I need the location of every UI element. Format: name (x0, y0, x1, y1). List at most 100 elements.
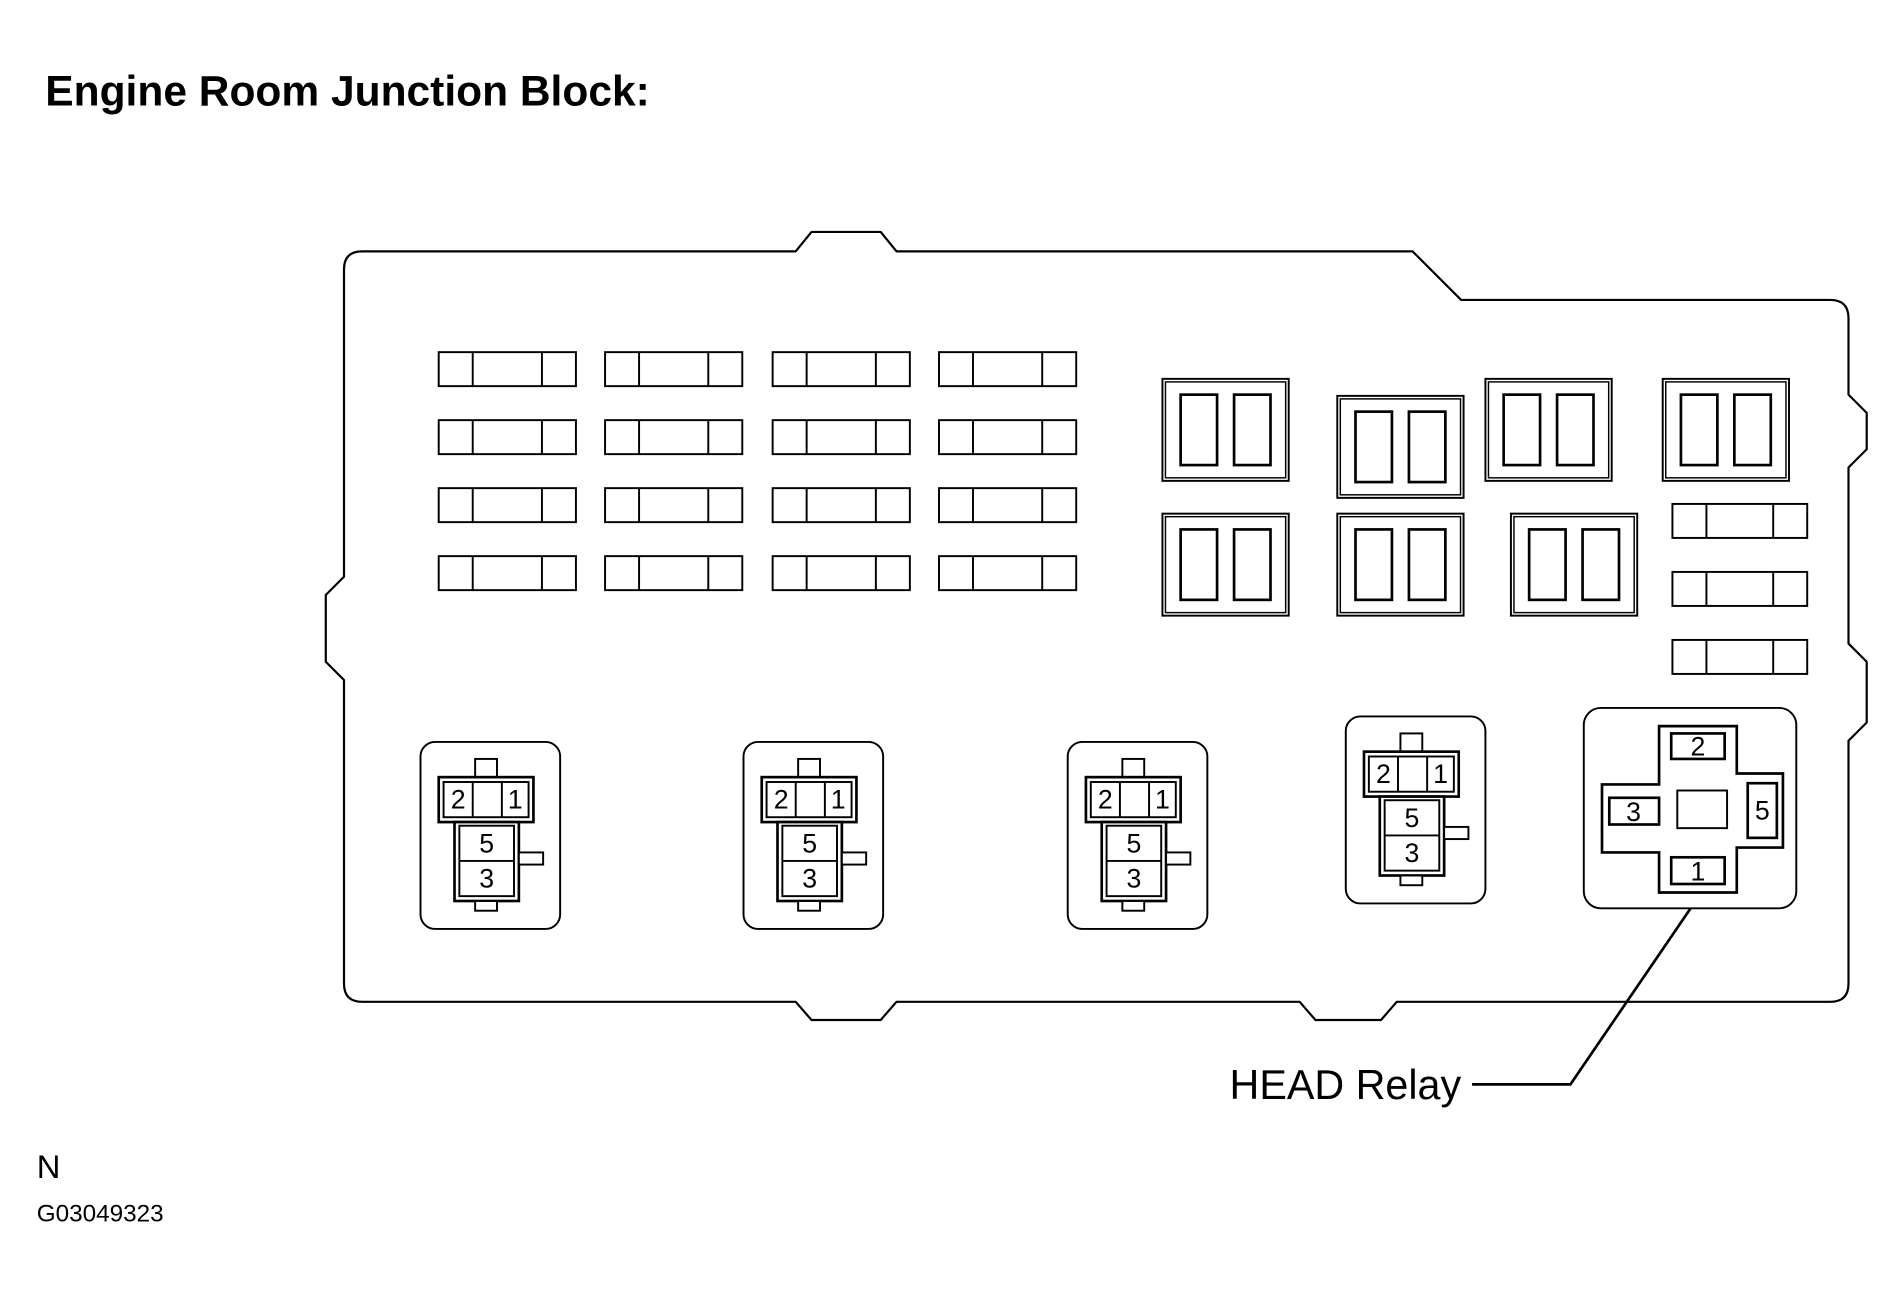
head-relay-pin-bottom-label: 1 (1690, 856, 1705, 886)
mini-fuse-r4-c4 (938, 555, 1078, 592)
head-relay-pin-left (1607, 796, 1661, 826)
head-relay-callout: HEAD Relay (1230, 1062, 1462, 1108)
fuse-body (938, 555, 1078, 592)
relay-terminal-slot (1354, 528, 1394, 602)
relay-socket-3: 2 15 3 (1066, 740, 1209, 930)
pin-label-lower: 3 (1126, 864, 1141, 894)
connector-top-tab (474, 757, 498, 779)
head-relay-center-cavity (1676, 789, 1729, 830)
mini-fuse-r4-c2 (604, 555, 744, 592)
relay-slot-4 (1661, 377, 1790, 482)
fuse-body (1671, 570, 1809, 607)
pin-label-right: 1 (1433, 759, 1448, 789)
pin-label-lower: 3 (479, 864, 494, 894)
relay-socket-1: 2 15 3 (419, 740, 562, 930)
relay-terminal-slot (1232, 393, 1272, 467)
fuse-body (771, 555, 911, 592)
relay-terminal-slot (1354, 410, 1394, 484)
fuse-body (1671, 502, 1809, 539)
relay-terminal-slot (1407, 410, 1447, 484)
pin-label-upper: 5 (802, 828, 817, 858)
relay-terminal-slot (1679, 393, 1719, 467)
orientation-mark: N (37, 1148, 61, 1185)
connector-side-tab (1443, 825, 1470, 841)
pin-label-right: 1 (508, 785, 523, 815)
relay-terminal-slot (1555, 393, 1595, 467)
head-relay-pin-top-label: 2 (1690, 731, 1705, 761)
side-fuse-2 (1671, 570, 1809, 607)
mini-fuse-r3-c2 (604, 487, 744, 524)
fuse-body (771, 351, 911, 388)
fuse-body (938, 351, 1078, 388)
pin-label-upper: 5 (479, 828, 494, 858)
diagram-title: Engine Room Junction Block: (45, 69, 649, 116)
pin-label-right: 1 (831, 785, 846, 815)
mini-fuse-r1-c1 (437, 351, 577, 388)
relay-terminal-slot (1179, 528, 1219, 602)
connector-bottom-tab (1121, 900, 1146, 912)
pin-label-left: 2 (1098, 785, 1113, 815)
relay-terminal-slot (1581, 528, 1621, 602)
pin-label-left: 2 (451, 785, 466, 815)
connector-upper-cavity (1367, 755, 1455, 793)
connector-top-tab (797, 757, 821, 779)
head-relay-pin-left-label: 3 (1626, 797, 1641, 827)
connector-top-tab (1399, 732, 1424, 753)
pin-label-left: 2 (774, 785, 789, 815)
relay-slot-5 (1161, 512, 1290, 617)
connector-top-tab (1121, 757, 1146, 779)
pin-label-upper: 5 (1405, 803, 1420, 833)
fuse-body (604, 555, 744, 592)
relay-terminal-slot (1232, 528, 1272, 602)
head-relay-pin-top (1669, 732, 1726, 761)
fuse-body (771, 419, 911, 456)
mini-fuse-r3-c1 (437, 487, 577, 524)
relay-slot-3 (1484, 377, 1613, 482)
fuse-body (1671, 638, 1809, 675)
pin-label-upper: 5 (1126, 828, 1141, 858)
relay-slot-1 (1161, 377, 1290, 482)
fuse-body (604, 487, 744, 524)
fuse-body (437, 487, 577, 524)
figure-id: G03049323 (37, 1201, 164, 1228)
mini-fuse-r2-c2 (604, 419, 744, 456)
fuse-body (604, 351, 744, 388)
fuse-body (437, 555, 577, 592)
head-relay-pin-right (1746, 781, 1779, 840)
relay-terminal-slot (1179, 393, 1219, 467)
mini-fuse-r3-c3 (771, 487, 911, 524)
relay-slot-2 (1336, 394, 1465, 499)
mini-fuse-r2-c4 (938, 419, 1078, 456)
mini-fuse-r4-c3 (771, 555, 911, 592)
fuse-array (437, 351, 1809, 675)
connector-upper-cavity (1089, 781, 1177, 819)
head-relay-leader-line (1472, 907, 1692, 1086)
fuse-body (604, 419, 744, 456)
mini-fuse-r3-c4 (938, 487, 1078, 524)
relay-terminal-slot (1502, 393, 1542, 467)
pin-label-right: 1 (1155, 785, 1170, 815)
connector-upper-cavity (765, 781, 853, 819)
relay-slot-6 (1336, 512, 1465, 617)
head-relay-socket: 2 3 5 1 (1582, 706, 1798, 910)
fuse-body (938, 419, 1078, 456)
mini-fuse-r4-c1 (437, 555, 577, 592)
mini-fuse-r1-c2 (604, 351, 744, 388)
fuse-body (437, 351, 577, 388)
mini-fuse-r1-c4 (938, 351, 1078, 388)
connector-side-tab (517, 851, 545, 866)
side-fuse-3 (1671, 638, 1809, 675)
mini-fuse-r1-c3 (771, 351, 911, 388)
pin-label-lower: 3 (1405, 838, 1420, 868)
mini-fuse-r2-c3 (771, 419, 911, 456)
fuse-body (771, 487, 911, 524)
relay-slot-7 (1509, 512, 1639, 617)
connector-upper-cavity (442, 781, 530, 819)
connector-side-tab (1165, 851, 1192, 866)
connector-bottom-tab (474, 900, 498, 912)
connector-bottom-tab (1399, 874, 1424, 887)
